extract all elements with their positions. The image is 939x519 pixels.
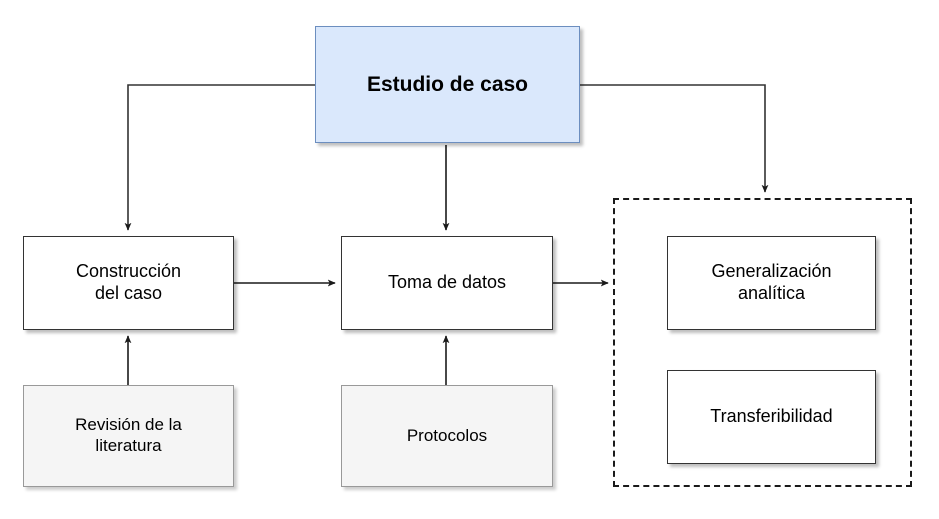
node-revision-de-la-literatura[interactable]: Revisión de la literatura: [23, 385, 234, 487]
node-protocolos-label: Protocolos: [406, 425, 488, 445]
node-generalizacion-analitica-label: Generalización analítica: [711, 261, 832, 303]
edge-estudio-to-construccion: [124, 84, 315, 231]
node-revision-de-la-literatura-label: Revisión de la literatura: [75, 415, 182, 455]
node-estudio-de-caso-label: Estudio de caso: [366, 72, 529, 96]
node-toma-de-datos[interactable]: Toma de datos: [341, 236, 553, 330]
node-construccion-del-caso[interactable]: Construcción del caso: [23, 236, 234, 330]
results-group-container: [613, 198, 912, 487]
node-construccion-del-caso-label: Construcción del caso: [75, 261, 182, 303]
node-transferibilidad[interactable]: Transferibilidad: [667, 370, 876, 464]
node-toma-de-datos-label: Toma de datos: [387, 272, 507, 293]
node-generalizacion-analitica[interactable]: Generalización analítica: [667, 236, 876, 330]
edge-estudio-to-resultados: [580, 84, 769, 193]
node-transferibilidad-label: Transferibilidad: [710, 406, 833, 427]
node-protocolos[interactable]: Protocolos: [341, 385, 553, 487]
node-estudio-de-caso[interactable]: Estudio de caso: [315, 26, 580, 143]
